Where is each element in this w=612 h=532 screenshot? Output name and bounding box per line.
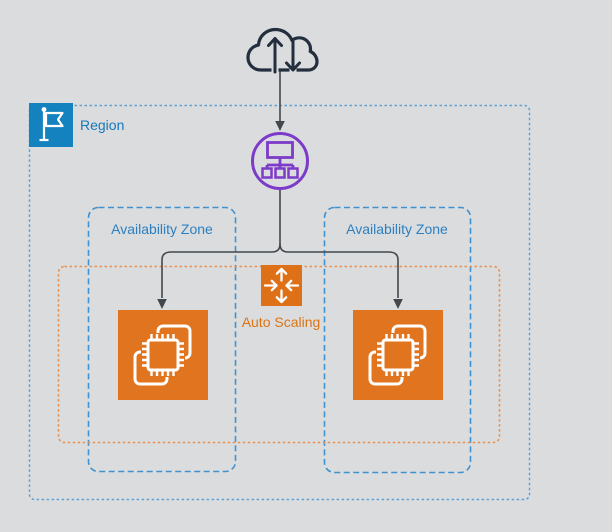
availability-zone-left-border: [87, 206, 237, 473]
region-flag-icon: [29, 103, 73, 147]
availability-zone-left-label: Availability Zone: [111, 221, 213, 237]
ec2-instance-icon: [118, 310, 208, 400]
availability-zone-right-border: [323, 206, 472, 474]
auto-scaling-label: Auto Scaling: [241, 314, 321, 330]
connector-elb-to-instances: [161, 189, 399, 298]
ec2-instance-icon: [353, 310, 443, 400]
elastic-load-balancing-icon: [251, 132, 309, 190]
auto-scaling-icon: [261, 265, 302, 306]
internet-cloud-icon: [246, 27, 319, 74]
arrowhead-to-ec2-left: [157, 299, 167, 309]
auto-scaling-group-border: [57, 265, 501, 444]
availability-zone-right-label: Availability Zone: [346, 221, 448, 237]
arrowhead-to-elb: [275, 121, 285, 131]
arrowhead-to-ec2-right: [393, 299, 403, 309]
region-label: Region: [80, 117, 125, 133]
